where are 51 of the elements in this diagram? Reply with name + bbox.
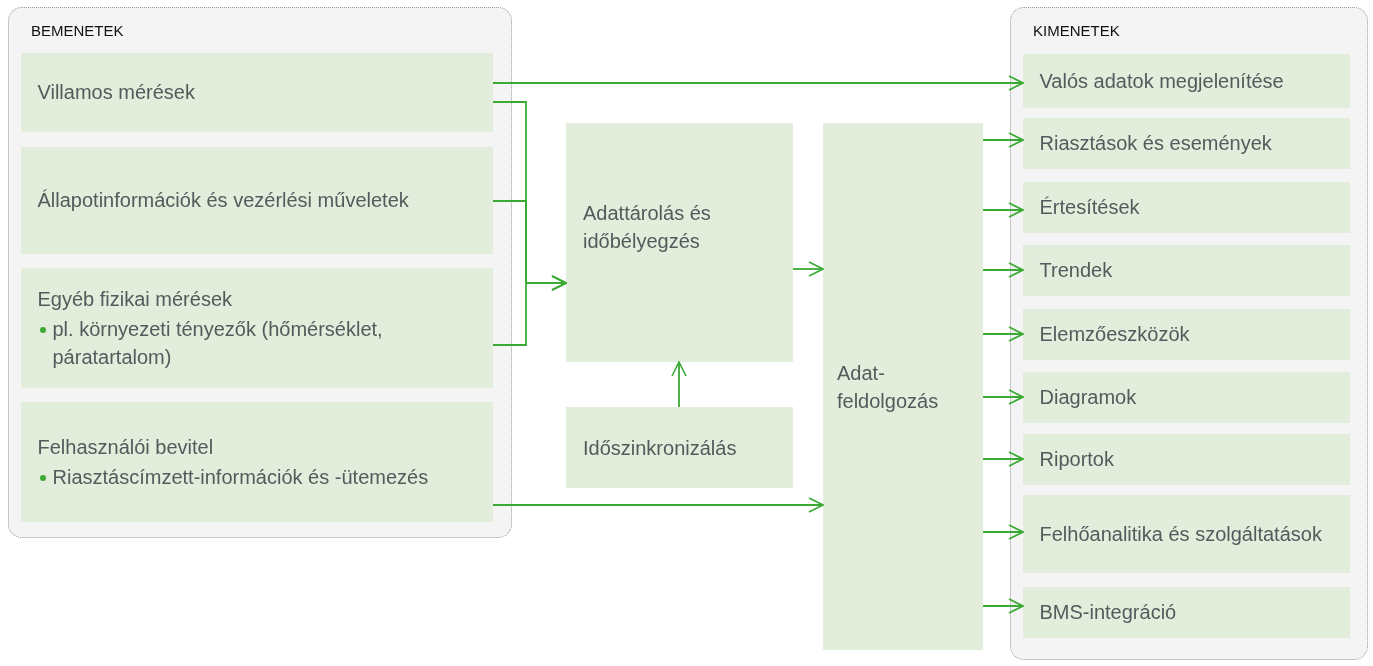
arrow <box>982 132 1024 148</box>
bullet-text: pl. környezeti tényezők (hőmérséklet, páratartalom) <box>37 314 479 371</box>
process-box <box>1022 117 1350 169</box>
process-box <box>1022 433 1350 485</box>
process-box <box>566 123 793 362</box>
arrow <box>982 262 1024 278</box>
arrow <box>492 275 567 346</box>
process-box <box>1022 586 1350 638</box>
bullet-text: Riasztáscímzett-információk és -ütemezés <box>37 462 479 491</box>
box-label: Diagramok <box>1039 385 1138 410</box>
process-box <box>20 146 493 254</box>
arrow <box>982 598 1024 614</box>
process-box <box>20 401 493 522</box>
process-box <box>823 123 983 650</box>
box-label: Trendek <box>1039 258 1114 283</box>
arrow <box>671 361 687 408</box>
box-label: Felhőanalitika és szolgáltatások <box>1039 521 1323 547</box>
box-label: BMS-integráció <box>1039 600 1178 625</box>
arrow <box>492 75 1024 91</box>
process-box <box>566 407 793 488</box>
process-box <box>1022 308 1350 360</box>
process-box <box>1022 53 1350 108</box>
process-box <box>1022 181 1350 233</box>
box-label: Adat- feldolgozás <box>837 360 940 414</box>
box-label: Elemzőeszközök <box>1039 322 1191 347</box>
box-label: Értesítések <box>1039 195 1141 220</box>
arrow <box>492 497 824 513</box>
group-heading: KIMENETEK <box>1033 22 1120 39</box>
box-label: Időszinkronizálás <box>583 435 738 461</box>
box-label: Felhasználói bevitel <box>37 434 215 460</box>
box-label: Egyéb fizikai mérések <box>37 286 234 312</box>
process-box <box>1022 244 1350 296</box>
box-label: Állapotinformációk és vezérlési műveletek <box>37 188 410 213</box>
process-box <box>20 267 493 388</box>
box-label: Valós adatok megjelenítése <box>1039 68 1285 94</box>
arrow <box>982 451 1024 467</box>
box-label: Adattárolás és időbélyegzés <box>583 201 712 254</box>
process-box <box>1022 494 1350 573</box>
box-label: Riportok <box>1039 447 1115 472</box>
box-label: Riasztások és események <box>1039 131 1273 156</box>
arrow <box>982 202 1024 218</box>
box-label: Villamos mérések <box>37 80 196 105</box>
group-panel <box>8 7 512 538</box>
group-heading: BEMENETEK <box>31 22 124 39</box>
arrow <box>982 524 1024 540</box>
process-box <box>1022 371 1350 423</box>
process-box <box>20 52 493 132</box>
arrow <box>982 326 1024 342</box>
arrow <box>982 389 1024 405</box>
group-panel <box>1010 7 1368 660</box>
arrow <box>792 261 824 277</box>
